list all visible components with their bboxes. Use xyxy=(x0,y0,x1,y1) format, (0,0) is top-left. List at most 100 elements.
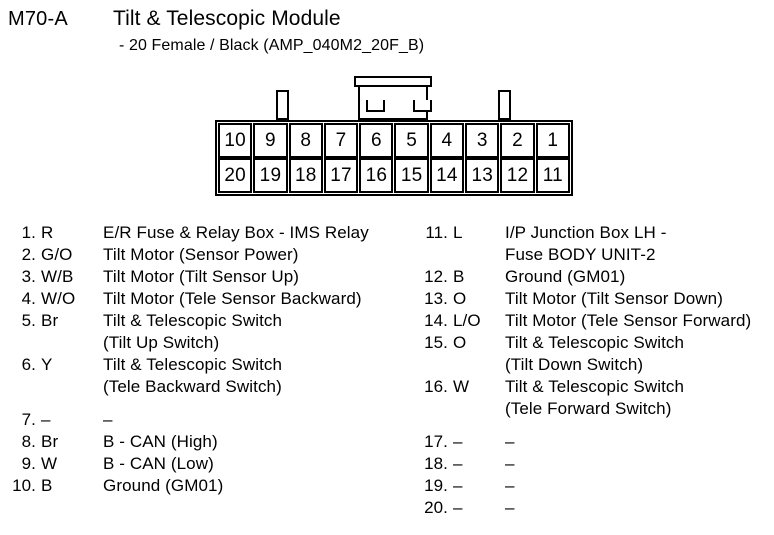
pin-cell-18[interactable]: 18 xyxy=(288,158,323,193)
pin-cell-12[interactable]: 12 xyxy=(500,158,535,193)
pin-wire-color: W xyxy=(41,454,58,473)
pin-description: Tilt & Telescopic Switch(Tele Backward S… xyxy=(103,354,400,398)
latch-body xyxy=(358,87,432,132)
pin-cell-20[interactable]: 20 xyxy=(218,158,253,193)
pin-number: 1. xyxy=(21,223,36,242)
pin-cell-7[interactable]: 7 xyxy=(323,123,359,158)
pin-number: 2. xyxy=(21,245,36,264)
pin-entry: 8. Br B - CAN (High) xyxy=(0,431,400,453)
pin-description-line: – xyxy=(505,432,515,451)
pin-entry: 15. O Tilt & Telescopic Switch (Tilt Down S… xyxy=(408,332,774,376)
pin-cell-11[interactable]: 11 xyxy=(535,158,570,193)
pin-description: Tilt & Telescopic Switch(Tele Forward Sw… xyxy=(505,376,774,420)
pin-description: Ground (GM01) xyxy=(103,475,400,497)
pin-wire-color: G/O xyxy=(41,245,73,264)
pin-description: Tilt Motor (Tilt Sensor Up) xyxy=(103,266,400,288)
latch-bar xyxy=(354,76,432,87)
pin-entry: 17.–– xyxy=(408,431,774,453)
pin-number: 19. xyxy=(424,476,448,495)
pin-number: 18. xyxy=(424,454,448,473)
pin-cell-17[interactable]: 17 xyxy=(323,158,359,193)
pin-description-line: Tilt Motor (Tele Sensor Backward) xyxy=(103,289,362,308)
pin-description: Tilt Motor (Tele Sensor Backward) xyxy=(103,288,400,310)
pin-cell-16[interactable]: 16 xyxy=(359,158,394,193)
pin-description: – xyxy=(103,409,400,431)
pin-number: 20. xyxy=(424,498,448,517)
pin-cell-13[interactable]: 13 xyxy=(465,158,500,193)
pin-cell-10[interactable]: 10 xyxy=(218,123,253,158)
pin-wire-color: W xyxy=(453,377,470,396)
pin-number: 15. xyxy=(424,333,448,352)
diagram-header: M70-A Tilt & Telescopic Module - 20 Fema… xyxy=(0,0,774,70)
pin-cell-19[interactable]: 19 xyxy=(253,158,288,193)
pin-description-line: Tilt Motor (Tele Sensor Forward) xyxy=(505,311,752,330)
module-code: M70-A xyxy=(8,8,68,30)
pin-description-line: Tilt Motor (Tilt Sensor Up) xyxy=(103,267,300,286)
pin-wire-color: B xyxy=(453,267,465,286)
pin-wire-color: Br xyxy=(41,311,59,330)
list-spacer xyxy=(408,420,774,431)
pin-cell-14[interactable]: 14 xyxy=(429,158,465,193)
keying-tab-right-icon xyxy=(498,90,511,120)
pin-cell-8[interactable]: 8 xyxy=(288,123,323,158)
pin-description-line: Tilt & Telescopic Switch xyxy=(505,377,685,396)
pin-wire-color: W/O xyxy=(41,289,76,308)
pin-entry: 7.–– xyxy=(0,409,400,431)
pin-cell-9[interactable]: 9 xyxy=(253,123,288,158)
pin-description-line: – xyxy=(505,476,515,495)
pin-wire-color: – xyxy=(453,476,463,495)
latch-notch-right xyxy=(413,100,432,112)
pin-wire-color: O xyxy=(453,289,467,308)
pin-cell-3[interactable]: 3 xyxy=(465,123,500,158)
pin-description: E/R Fuse & Relay Box - IMS Relay xyxy=(103,222,400,244)
pin-description: B - CAN (High) xyxy=(103,431,400,453)
pin-description-line: I/P Junction Box LH - xyxy=(505,223,667,242)
pin-cell-2[interactable]: 2 xyxy=(500,123,535,158)
pin-wire-color: L xyxy=(453,223,463,242)
pin-wire-color: Br xyxy=(41,432,59,451)
pin-description-line: B - CAN (Low) xyxy=(103,454,214,473)
pin-description: – xyxy=(505,453,774,475)
pin-wire-color: – xyxy=(41,410,51,429)
pin-cell-5[interactable]: 5 xyxy=(394,123,429,158)
pin-number: 12. xyxy=(424,267,448,286)
pin-wire-color: – xyxy=(453,432,463,451)
pin-description-line: Tilt & Telescopic Switch xyxy=(505,333,685,352)
pin-assignment-lists: 1. R E/R Fuse & Relay Box - IMS Relay 2. G/O… xyxy=(0,222,774,535)
pin-cell-6[interactable]: 6 xyxy=(359,123,394,158)
pin-wire-color: R xyxy=(41,223,54,242)
pin-wire-color: – xyxy=(453,454,463,473)
pin-description: Tilt Motor (Sensor Power) xyxy=(103,244,400,266)
pin-description-line: Fuse BODY UNIT-2 xyxy=(505,245,656,264)
pin-description-line: – xyxy=(505,498,515,517)
pin-number: 13. xyxy=(424,289,448,308)
pin-description: – xyxy=(505,497,774,519)
pin-wire-color: O xyxy=(453,333,467,352)
pin-entry: 1. R E/R Fuse & Relay Box - IMS Relay xyxy=(0,222,400,244)
pin-description: Tilt & Telescopic Switch (Tilt Down Switc… xyxy=(505,332,774,376)
pin-description-line: Ground (GM01) xyxy=(103,476,224,495)
pin-description-line: (Tilt Down Switch) xyxy=(505,355,644,374)
keying-tab-left-icon xyxy=(276,90,289,120)
pin-cell-1[interactable]: 1 xyxy=(535,123,570,158)
pin-cell-4[interactable]: 4 xyxy=(429,123,465,158)
pin-description-line: Tilt Motor (Sensor Power) xyxy=(103,245,299,264)
pin-cell-15[interactable]: 15 xyxy=(394,158,429,193)
pin-description: – xyxy=(505,431,774,453)
pin-number: 16. xyxy=(424,377,448,396)
pin-description: Tilt & Telescopic Switch(Tilt Up Switch) xyxy=(103,310,400,354)
pin-description: Tilt Motor (Tele Sensor Forward) xyxy=(505,310,774,332)
pin-number: 8. xyxy=(21,432,36,451)
pin-description: B - CAN (Low) xyxy=(103,453,400,475)
pin-description-line: E/R Fuse & Relay Box - IMS Relay xyxy=(103,223,369,242)
